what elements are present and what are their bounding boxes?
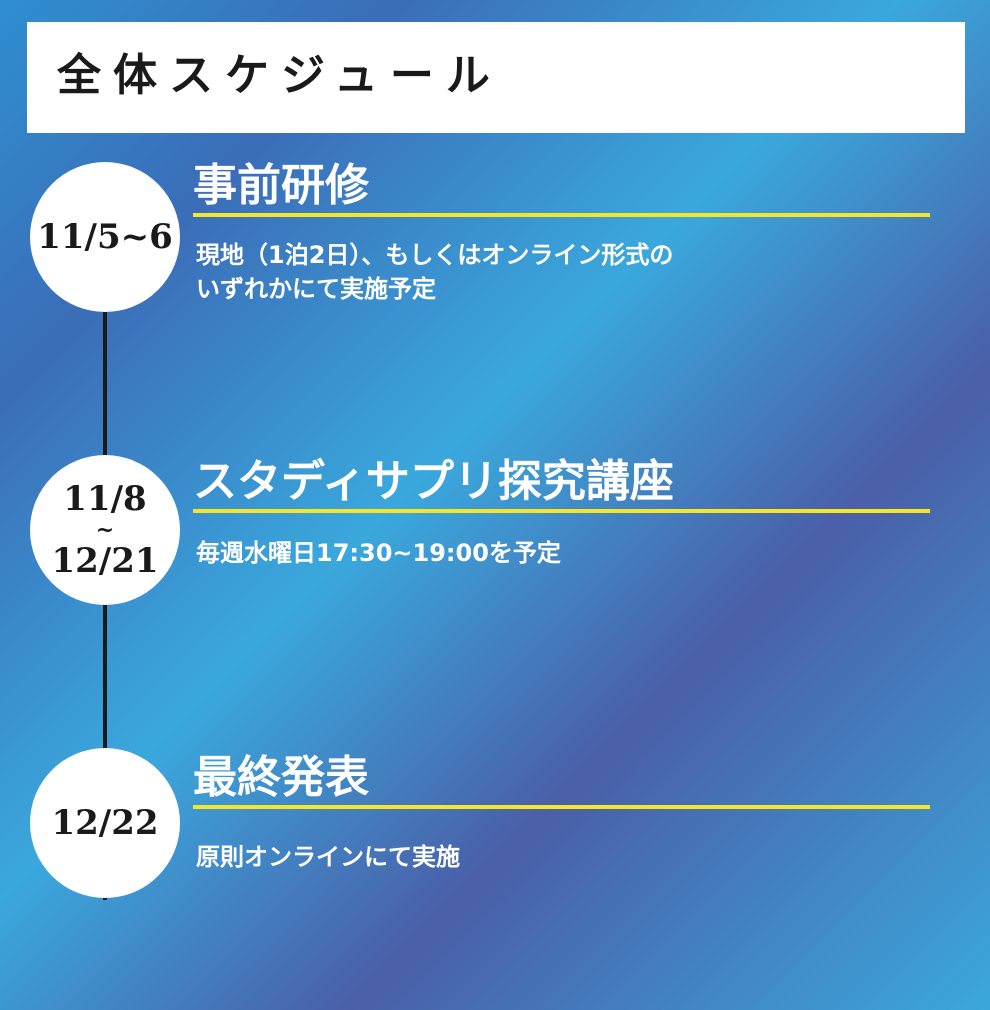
event-1-date: 11/5~6 — [37, 217, 173, 257]
event-1-description: 現地（1泊2日）、もしくはオンライン形式の いずれかにて実施予定 — [196, 238, 673, 306]
event-3-underline — [193, 805, 930, 809]
page-title-box: 全体スケジュール — [27, 22, 965, 133]
date-circle-3: 12/22 — [30, 748, 180, 898]
event-3-title: 最終発表 — [193, 752, 369, 803]
event-1-description-line-1: 現地（1泊2日）、もしくはオンライン形式の — [196, 241, 674, 269]
event-2-title: スタディサプリ探究講座 — [193, 456, 674, 507]
event-2-date-sep: ~ — [95, 517, 115, 543]
event-1-title: 事前研修 — [193, 160, 369, 211]
event-2-description-line-1: 毎週水曜日17:30~19:00を予定 — [196, 539, 561, 567]
event-1-description-line-2: いずれかにて実施予定 — [196, 275, 436, 303]
event-3-description-line-1: 原則オンラインにて実施 — [196, 843, 460, 871]
event-2-date-end: 12/21 — [51, 541, 159, 581]
event-3-description: 原則オンラインにて実施 — [196, 840, 460, 874]
event-2-description: 毎週水曜日17:30~19:00を予定 — [196, 536, 561, 570]
event-3-date: 12/22 — [51, 803, 159, 843]
event-2-underline — [193, 509, 930, 513]
date-circle-2: 11/8 ~ 12/21 — [30, 455, 180, 605]
page-title: 全体スケジュール — [57, 50, 502, 101]
date-circle-1: 11/5~6 — [30, 162, 180, 312]
event-2-date-start: 11/8 — [63, 479, 147, 519]
event-1-underline — [193, 213, 930, 217]
